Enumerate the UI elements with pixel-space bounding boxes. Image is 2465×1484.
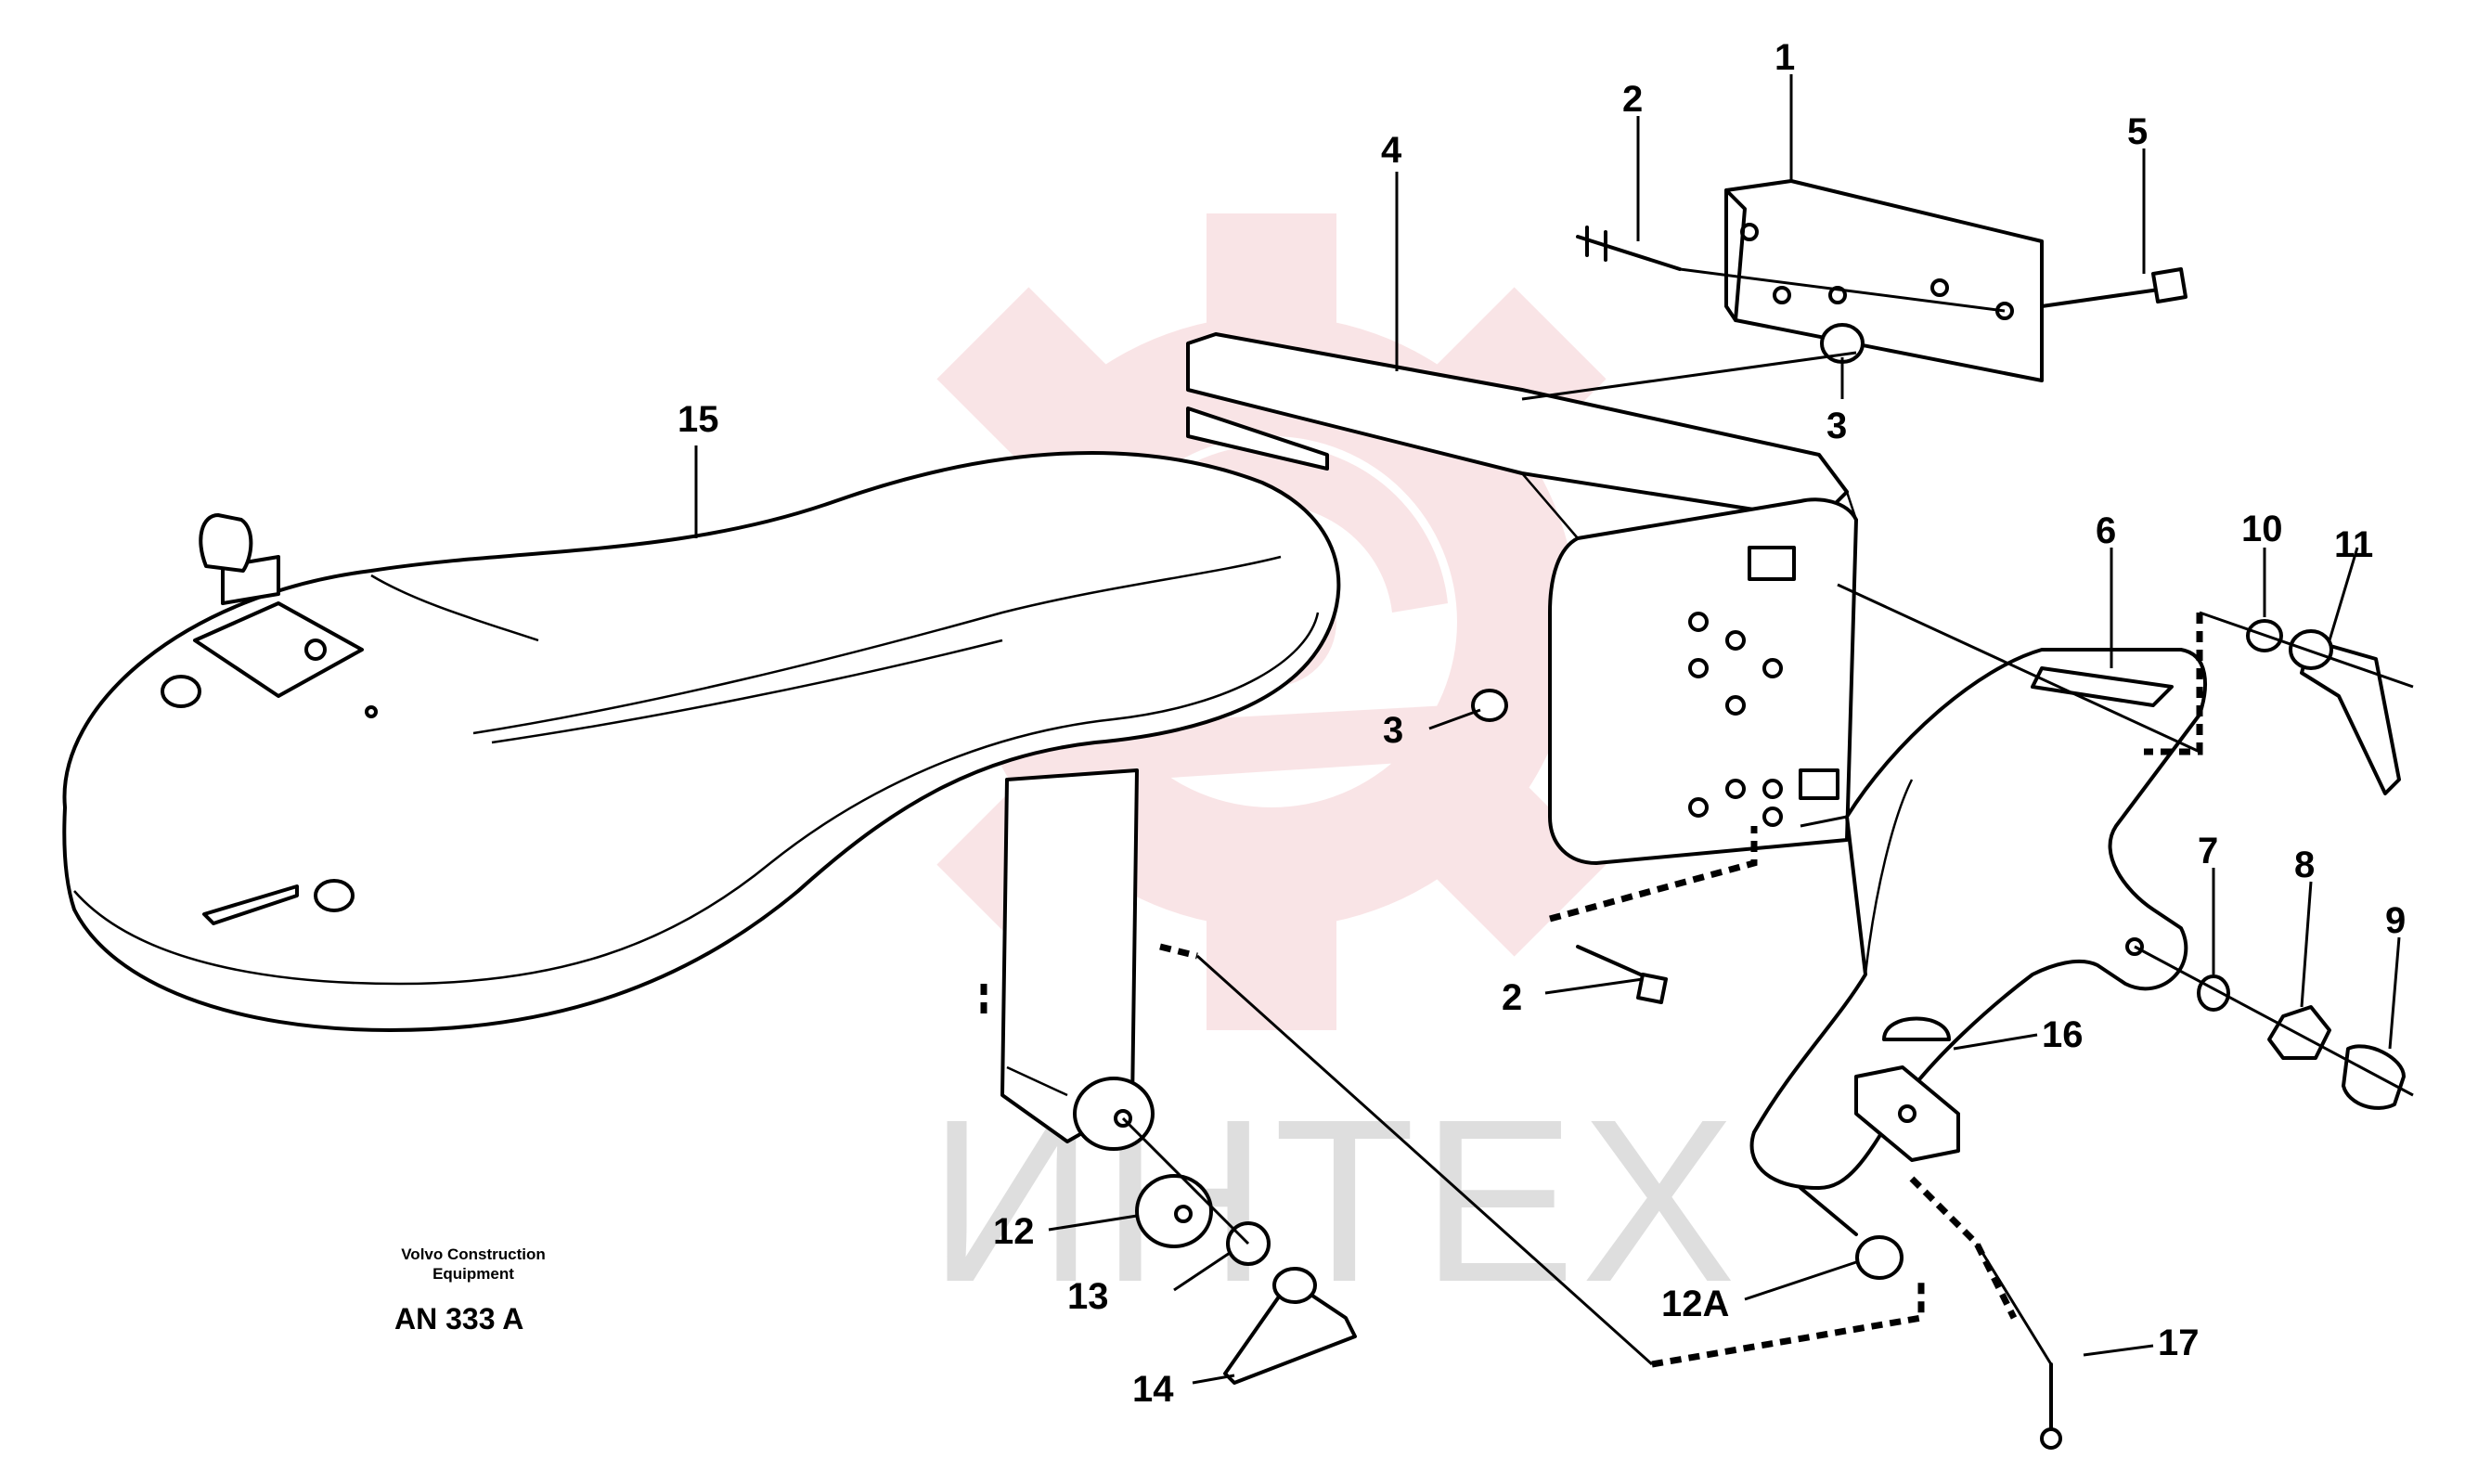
callout-13: 13 bbox=[1067, 1276, 1109, 1317]
callout-numbers: 1 2 2 3 3 4 5 6 7 8 9 10 11 12 12A 13 14… bbox=[678, 37, 2406, 1410]
caption-block: Volvo Construction Equipment AN 333 A bbox=[394, 1245, 546, 1336]
hardware bbox=[1135, 226, 2406, 1450]
caption-maker-line1: Volvo Construction bbox=[401, 1245, 546, 1263]
callout-2-lower: 2 bbox=[1502, 977, 1522, 1018]
callout-5: 5 bbox=[2127, 111, 2148, 152]
drawing-code: AN 333 A bbox=[394, 1302, 523, 1336]
callout-9: 9 bbox=[2385, 900, 2406, 941]
callout-3-middle: 3 bbox=[1383, 710, 1403, 751]
callout-3: 3 bbox=[1826, 406, 1847, 446]
callout-15: 15 bbox=[678, 399, 719, 440]
callout-8: 8 bbox=[2294, 845, 2315, 885]
callout-14: 14 bbox=[1132, 1369, 1174, 1410]
callout-17: 17 bbox=[2158, 1323, 2200, 1363]
side-bracket bbox=[1749, 648, 2207, 1190]
callout-12A: 12A bbox=[1661, 1284, 1729, 1324]
assembly-lines bbox=[1121, 267, 2414, 1366]
top-plate bbox=[1724, 179, 2044, 382]
callout-leaders bbox=[694, 74, 2401, 1385]
callout-10: 10 bbox=[2241, 509, 2283, 549]
main-bracket bbox=[1186, 332, 1858, 865]
callout-12: 12 bbox=[993, 1211, 1035, 1252]
callout-16: 16 bbox=[2042, 1014, 2084, 1055]
caption-maker-line2: Equipment bbox=[432, 1265, 514, 1283]
callout-1: 1 bbox=[1775, 37, 1795, 78]
callout-4: 4 bbox=[1381, 130, 1402, 171]
callout-6: 6 bbox=[2096, 510, 2116, 551]
callout-11: 11 bbox=[2334, 524, 2373, 565]
callout-7: 7 bbox=[2198, 831, 2218, 871]
callout-2: 2 bbox=[1622, 79, 1643, 120]
console-armrest bbox=[62, 451, 1341, 1151]
